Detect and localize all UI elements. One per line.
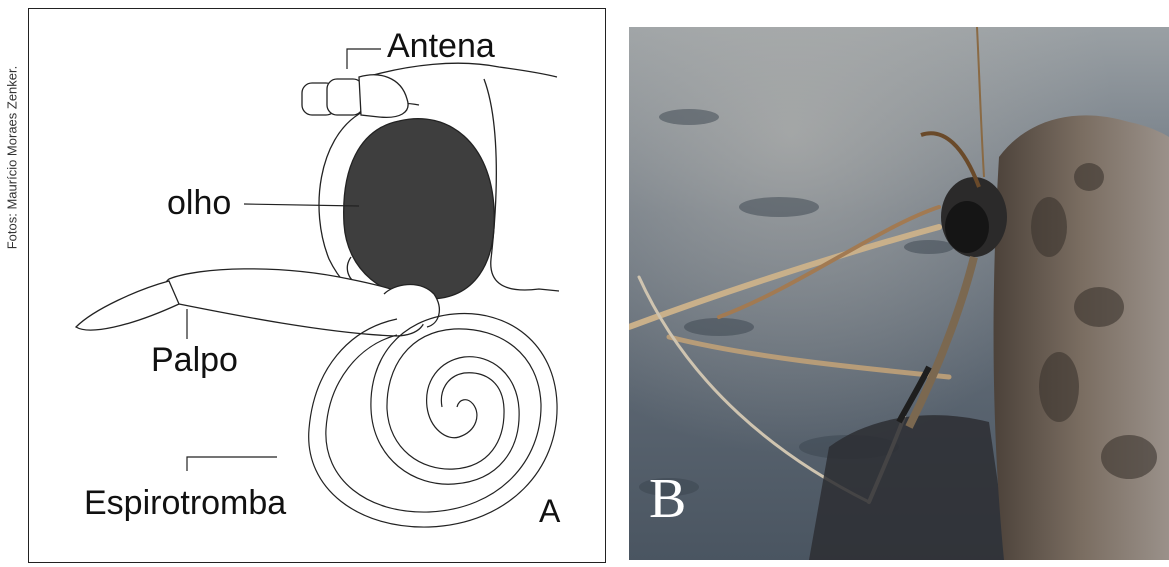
photo-credit: Fotos: Maurício Moraes Zenker.: [2, 0, 24, 567]
label-espirotromba: Espirotromba: [84, 484, 286, 522]
label-olho: olho: [167, 184, 231, 222]
moth-eye: [945, 201, 989, 253]
panel-a-letter: A: [539, 493, 561, 529]
moth-head-drawing: Antena olho Palpo Espirotromba A: [29, 9, 607, 564]
moth-photo: B: [629, 27, 1169, 560]
compound-eye: [344, 119, 495, 299]
label-palpo: Palpo: [151, 341, 238, 379]
proboscis-spiral: [309, 314, 557, 528]
panel-b-letter: B: [649, 468, 686, 530]
panel-a-diagram: Antena olho Palpo Espirotromba A: [28, 8, 606, 563]
antenna-segments: [302, 75, 408, 118]
photo-credit-text: Fotos: Maurício Moraes Zenker.: [5, 18, 20, 298]
panel-b-photo: B: [629, 27, 1169, 560]
label-antena: Antena: [387, 27, 495, 65]
